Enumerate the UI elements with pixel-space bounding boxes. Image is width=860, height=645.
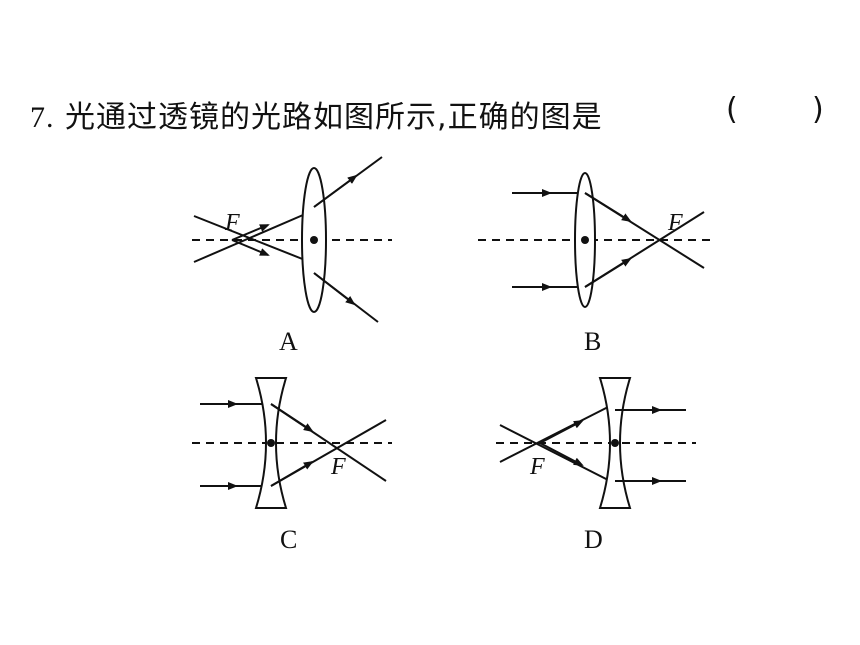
ray-a-lower-out-arrow [313, 272, 356, 306]
figure-label-a: A [279, 327, 298, 356]
figure-c: F C [192, 377, 392, 554]
optical-center-c [267, 439, 275, 447]
ray-d-lower-in [499, 424, 613, 483]
optical-center-b [581, 236, 589, 244]
answer-paren-open: ( [726, 92, 738, 127]
focus-label-d: F [529, 454, 545, 480]
optical-center-a [310, 236, 318, 244]
figure-label-b: B [584, 327, 601, 356]
figure-d: F D [496, 377, 696, 554]
ray-b-lower-out-arrow [584, 257, 632, 288]
focus-label-b: F [667, 210, 683, 236]
ray-d-lower-arrow [539, 442, 584, 466]
optical-center-d [611, 439, 619, 447]
focus-label-c: F [330, 454, 346, 480]
figure-b: F B [478, 172, 714, 356]
question-number: 7. [30, 101, 55, 134]
ray-b-upper-out-arrow [584, 192, 632, 223]
figure-label-d: D [584, 525, 603, 554]
ray-d-upper-arrow [539, 420, 584, 444]
focus-label-a: F [224, 210, 240, 236]
ray-a-arrow-down [231, 239, 270, 256]
ray-a-upper-out-arrow [313, 174, 358, 208]
ray-a-upper-in [193, 211, 311, 263]
ray-a-arrow-up [231, 224, 270, 241]
question-body: 光通过透镜的光路如图所示,正确的图是 [65, 100, 603, 135]
ray-a-lower-in [193, 215, 311, 263]
ray-c-upper-out-arrow [270, 403, 314, 433]
figure-label-c: C [280, 525, 297, 554]
answer-paren-close: ) [812, 92, 824, 127]
figure-a: F A [192, 156, 392, 356]
ray-c-lower-out-arrow [270, 460, 314, 487]
question-text: 7. 光通过透镜的光路如图所示,正确的图是 [30, 92, 603, 136]
